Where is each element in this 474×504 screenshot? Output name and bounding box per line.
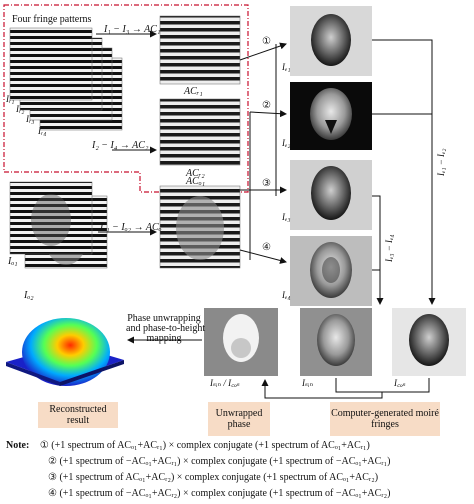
ie3-label: Iₑ₃: [282, 212, 291, 222]
ir4-label: Iᵣ₄: [38, 126, 47, 136]
note-3: ③ (+1 spectrum of ACₒ₁+ACᵣ₂) × complex c…: [48, 472, 379, 483]
ir1-label: Iᵣ₁: [6, 94, 15, 104]
acr1-image: [159, 15, 241, 85]
ir2-label: Iᵣ₂: [16, 104, 25, 114]
aco1-label: ACₒ₁: [186, 176, 206, 187]
icos-label: I꜀ₒₛ: [394, 378, 406, 388]
ie2-label: Iₑ₂: [282, 138, 291, 148]
phase-mapping-label: Phase unwrapping and phase-to-height map…: [126, 313, 206, 344]
ie3-image: [290, 160, 372, 230]
isin-image: [300, 308, 372, 376]
eq2-label: I₂ − I₄ → AC₂: [92, 140, 149, 151]
reconstructed-result-box: Reconstructed result: [38, 402, 118, 428]
reconstructed-dome: [6, 318, 124, 386]
io2-label: Iₒ₂: [24, 290, 34, 301]
note-2: ② (+1 spectrum of −ACₒ₁+ACᵣ₁) × complex …: [48, 456, 391, 467]
note-1: ① (+1 spectrum of ACₒ₁+ACᵣ₁) × complex c…: [39, 440, 370, 451]
circle-4: ④: [262, 242, 271, 253]
aco1-image: [159, 185, 241, 269]
acr2-image: [159, 98, 241, 166]
four-fringe-label: Four fringe patterns: [12, 14, 92, 25]
note-4: ④ (+1 spectrum of −ACₒ₁+ACᵣ₂) × complex …: [48, 488, 391, 499]
circle-1: ①: [262, 36, 271, 47]
isin-label: Iₛᵢₙ: [302, 378, 314, 388]
circle-2: ②: [262, 100, 271, 111]
circle-3: ③: [262, 178, 271, 189]
unwrapped-phase-box: Unwrapped phase: [208, 402, 270, 436]
dashed-frame: [3, 4, 249, 193]
eq3-label: Iₒ₁ − Iₒ₂ → ACₒ: [100, 222, 162, 233]
acr2-label: ACᵣ₂: [186, 168, 205, 179]
ie1-label: Iₑ₁: [282, 62, 291, 72]
moire-fringes-box: Computer-generated moiré fringes: [330, 402, 440, 436]
isin-icos-label: Iₛᵢₙ / I꜀ₒₛ: [210, 378, 240, 388]
ie4-label: Iₑ₄: [282, 290, 291, 300]
object-fringe-stack: [9, 181, 108, 269]
io1-label: Iₒ₁: [8, 256, 18, 267]
arrows: [96, 30, 436, 399]
fringe-stack: [9, 27, 123, 131]
note-title: Note:: [6, 440, 30, 451]
acr1-label: ACᵣ₁: [184, 86, 203, 97]
ie3-ie4-label: Iₑ₃ − Iₑ₄: [384, 234, 394, 262]
ie2-image: [290, 82, 372, 150]
ie4-image: [290, 236, 372, 306]
note-row-1: Note: ① (+1 spectrum of ACₒ₁+ACᵣ₁) × com…: [6, 440, 370, 451]
ie1-image: [290, 6, 372, 76]
eq1-label: I₁ − I₃ → AC₁: [104, 24, 161, 35]
icos-image: [392, 308, 466, 376]
ir3-label: Iᵣ₃: [26, 114, 35, 124]
unwrapped-phase-image: [204, 308, 278, 376]
ie1-ie2-label: Iₑ₁ − Iₑ₂: [436, 148, 446, 176]
